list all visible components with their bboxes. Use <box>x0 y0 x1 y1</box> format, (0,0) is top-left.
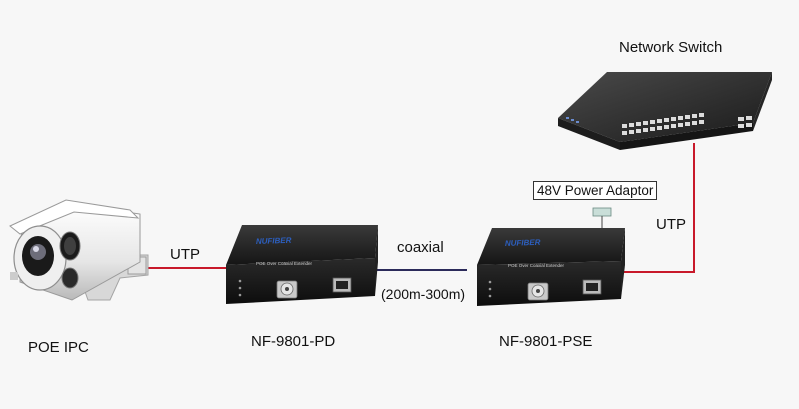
utp-label-left: UTP <box>170 246 200 263</box>
pse-bnc-connector <box>527 282 549 301</box>
pse-led-indicators <box>488 280 492 298</box>
pd-brand-logo: NUFIBER <box>256 236 292 246</box>
pd-rj45-port <box>332 277 352 293</box>
coaxial-label: coaxial <box>397 239 444 256</box>
utp-cable-pse-switch <box>622 143 695 273</box>
distance-label: (200m-300m) <box>381 286 466 302</box>
power-adaptor-label: 48V Power Adaptor <box>533 181 658 200</box>
pd-bnc-connector <box>276 280 298 299</box>
nf-9801-pd-device <box>226 225 378 304</box>
camera-label: POE IPC <box>28 339 89 356</box>
power-adaptor-plug <box>592 207 612 217</box>
pd-subtitle-print: POE Over Coaxial Extender <box>256 261 313 266</box>
network-switch-label: Network Switch <box>619 39 723 56</box>
utp-label-right: UTP <box>656 216 686 233</box>
pse-subtitle-print: POE Over Coaxial Extender <box>508 263 565 268</box>
poe-ipc-camera <box>9 199 149 301</box>
nf-9801-pse-device <box>477 228 625 306</box>
pd-led-indicators <box>238 279 242 297</box>
network-switch <box>558 72 772 150</box>
pse-brand-logo: NUFIBER <box>505 238 541 248</box>
pse-device-label: NF-9801-PSE <box>499 333 593 350</box>
pd-device-label: NF-9801-PD <box>251 333 336 350</box>
pse-rj45-port <box>582 279 602 295</box>
